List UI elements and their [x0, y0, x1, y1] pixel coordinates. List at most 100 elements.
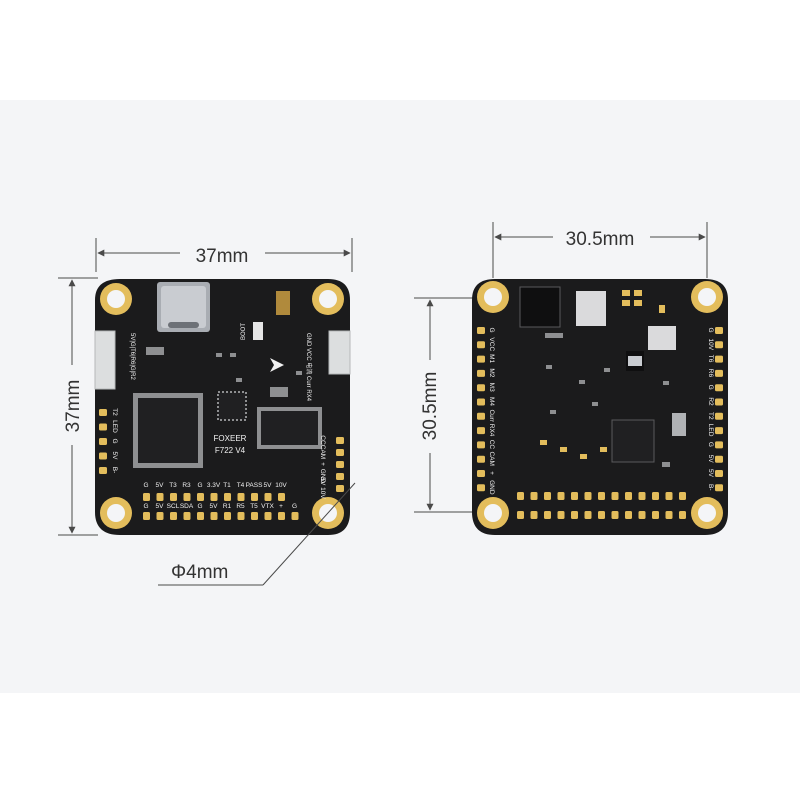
boot-label: BOOT — [241, 323, 247, 340]
pad-label: CC — [319, 435, 326, 445]
pad-label: 5V — [264, 482, 273, 489]
solder-pad — [611, 492, 619, 500]
right-jst-connector — [328, 330, 351, 375]
pad-label: SCL — [167, 503, 180, 510]
right-connector-label: GND VCC 电流 Curr RX4 — [305, 333, 313, 402]
solder-pad — [665, 511, 673, 519]
left-mcu-chip — [133, 393, 203, 468]
pad-label: 3.3V — [207, 482, 221, 489]
solder-pad — [517, 492, 524, 500]
solder-pad — [197, 493, 204, 501]
solder-pad — [679, 492, 686, 500]
solder-pad — [224, 512, 231, 520]
left-height-label: 37mm — [63, 380, 84, 433]
pad-label: R3 — [182, 482, 191, 489]
pad-label: T6 — [707, 355, 714, 363]
solder-pad — [336, 449, 344, 456]
pad-label: G — [488, 327, 495, 332]
solder-pad — [598, 492, 605, 500]
right-solder-pads — [477, 327, 723, 519]
pad-label: 10V — [707, 339, 714, 351]
gyro-chip — [217, 391, 247, 421]
solder-pad — [715, 355, 723, 363]
solder-pad — [557, 492, 565, 500]
solder-pad — [679, 511, 686, 519]
solder-pad — [477, 412, 485, 420]
left-height-dimension — [58, 277, 98, 536]
pad-label: M3 — [488, 383, 495, 392]
solder-pad — [99, 423, 107, 431]
solder-pad — [183, 512, 191, 520]
solder-pad — [715, 484, 723, 492]
arrow-logo — [270, 358, 284, 372]
pad-label: + — [319, 462, 326, 466]
right-height-label: 30.5mm — [420, 372, 441, 441]
pad-label: G — [292, 503, 297, 510]
solder-pad — [278, 493, 285, 501]
pad-label: Curr — [488, 409, 495, 422]
solder-pad — [477, 384, 485, 392]
pad-label: G — [197, 503, 202, 510]
pad-label: T5 — [250, 503, 258, 510]
solder-pad — [530, 511, 538, 519]
pad-label: R5 — [236, 503, 245, 510]
solder-pad — [477, 470, 485, 477]
pad-label: R1 — [223, 503, 232, 510]
left-small-components — [146, 291, 302, 397]
left-width-label: 37mm — [196, 246, 249, 267]
solder-pad — [715, 470, 723, 477]
pad-label: GND — [488, 480, 495, 495]
pad-label: + — [488, 471, 495, 475]
pad-label: T2 — [111, 408, 118, 416]
solder-pad — [477, 427, 485, 435]
solder-pad — [237, 512, 245, 520]
solder-pad — [625, 492, 632, 500]
solder-pad — [264, 493, 272, 501]
model-label: F722 V4 — [215, 446, 246, 455]
pad-label: SDA — [180, 503, 194, 510]
solder-pad — [251, 493, 258, 501]
pad-label: T1 — [223, 482, 231, 489]
solder-pad — [652, 511, 659, 519]
pad-label: CAM — [319, 445, 326, 459]
solder-pad — [715, 427, 723, 435]
solder-pad — [517, 511, 524, 519]
left-connector-label: 5V|G|T6|R6|G|R2 — [129, 333, 135, 380]
pad-label: 5V — [156, 503, 165, 510]
pad-label: 5V — [156, 482, 165, 489]
pad-label: R6 — [707, 369, 714, 378]
solder-pad — [336, 437, 344, 444]
left-solder-pads — [99, 409, 344, 520]
solder-pad — [715, 341, 723, 349]
solder-pad — [99, 452, 107, 460]
solder-pad — [571, 492, 578, 500]
solder-pad — [477, 398, 485, 406]
solder-pad — [638, 492, 646, 500]
solder-pad — [611, 511, 619, 519]
pad-label: VCC — [488, 337, 495, 351]
solder-pad — [99, 409, 107, 416]
solder-pad — [336, 485, 344, 492]
pad-label: T2 — [707, 412, 714, 420]
solder-pad — [224, 493, 231, 501]
solder-pad — [715, 398, 723, 406]
brand-label: FOXEER — [214, 434, 247, 443]
pad-label: B- — [707, 484, 714, 491]
pad-label: M4 — [488, 397, 495, 406]
pad-label: M1 — [488, 354, 495, 363]
solder-pad — [571, 511, 578, 519]
solder-pad — [715, 369, 723, 377]
pad-label: G — [143, 482, 148, 489]
pad-label: CAM — [488, 451, 495, 465]
solder-pad — [477, 369, 485, 377]
pad-label: M2 — [488, 368, 495, 377]
right-mounting-holes — [477, 281, 723, 529]
hole-diameter-label: Φ4mm — [171, 562, 228, 583]
pad-label: 5V 10V — [319, 477, 326, 499]
solder-pad — [715, 441, 723, 449]
solder-pad — [156, 512, 164, 520]
solder-pad — [584, 492, 592, 500]
usb-c-connector — [157, 282, 210, 332]
